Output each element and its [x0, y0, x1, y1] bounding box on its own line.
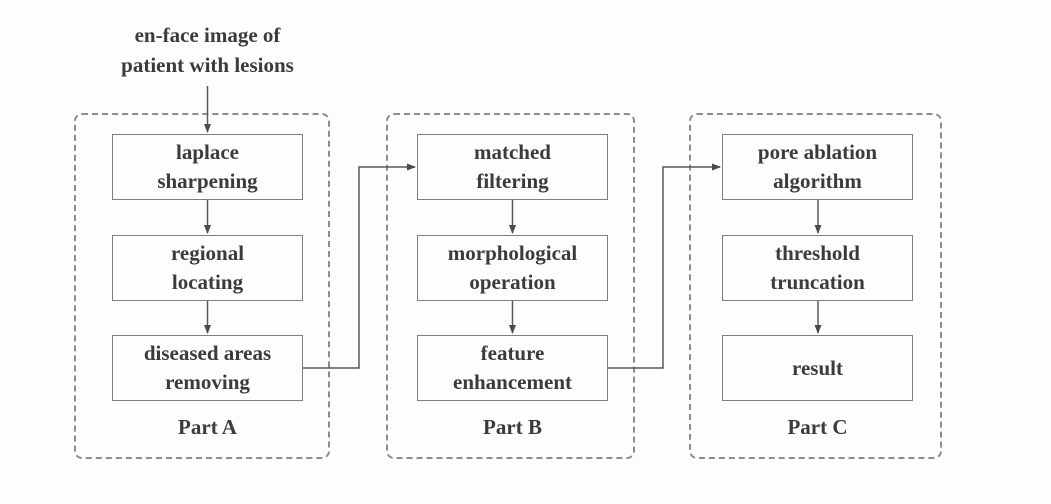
part-c-label: Part C	[787, 415, 848, 439]
step-box-matched-filtering: matched filtering	[417, 134, 608, 200]
part-b-container: matched filtering morphological operatio…	[386, 113, 635, 459]
part-c-container: pore ablation algorithm threshold trunca…	[689, 113, 942, 459]
step-box-result: result	[722, 335, 913, 401]
input-label: en-face image of patient with lesions	[121, 23, 294, 77]
step-box-regional-locating: regional locating	[112, 235, 303, 301]
step-box-morphological-operation: morphological operation	[417, 235, 608, 301]
step-box-laplace-sharpening: laplace sharpening	[112, 134, 303, 200]
step-box-pore-ablation-algorithm: pore ablation algorithm	[722, 134, 913, 200]
step-box-threshold-truncation: threshold truncation	[722, 235, 913, 301]
part-a-container: laplace sharpening regional locating dis…	[74, 113, 330, 459]
step-box-diseased-areas-removing: diseased areas removing	[112, 335, 303, 401]
step-box-feature-enhancement: feature enhancement	[417, 335, 608, 401]
part-b-label: Part B	[483, 415, 542, 439]
part-a-label: Part A	[178, 415, 237, 439]
